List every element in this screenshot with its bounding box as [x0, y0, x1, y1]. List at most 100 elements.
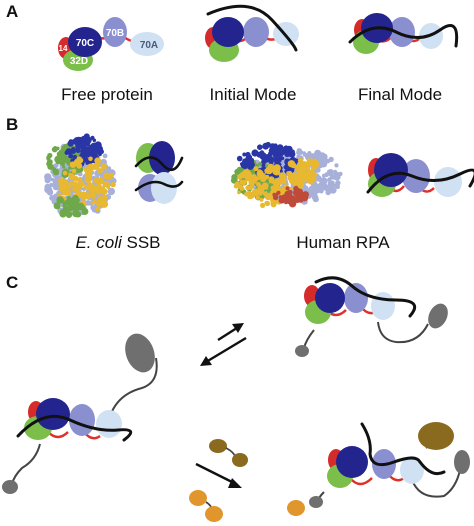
surface-atom [242, 152, 247, 157]
surface-atom [287, 174, 295, 182]
surface-atom [312, 172, 318, 177]
surface-atom [72, 154, 78, 160]
tether [109, 357, 158, 417]
ssdna-strand [134, 156, 184, 172]
surface-atom [237, 174, 243, 180]
surface-atom [96, 202, 100, 206]
surface-atom [44, 173, 52, 181]
surface-atom [284, 158, 290, 164]
surface-atom [71, 204, 77, 211]
surface-atom [102, 153, 108, 159]
orange-ball [287, 500, 305, 516]
label-70c: 70C [76, 38, 94, 49]
surface-atom [75, 169, 80, 174]
surface-atom [244, 191, 249, 197]
surface-atom [265, 174, 270, 179]
surface-atom [287, 197, 292, 202]
ssdna-strand [360, 422, 422, 467]
domain-70c [68, 27, 102, 57]
surface-atom [285, 186, 290, 191]
surface-atom [89, 186, 96, 194]
surface-atom [92, 162, 100, 170]
surface-atom [102, 172, 110, 180]
surface-atom [97, 168, 103, 174]
domain-70a [434, 167, 462, 197]
surface-atom [234, 168, 241, 175]
initial-mode-diagram [205, 4, 299, 62]
surface-atom [87, 163, 95, 171]
left-complex [2, 333, 158, 494]
surface-atom [95, 188, 102, 195]
surface-atom [318, 188, 324, 194]
surface-atom [67, 197, 73, 203]
surface-atom [96, 183, 102, 189]
caption-ecoli-ssb: E. coli SSB [75, 233, 160, 252]
domain-70a [96, 410, 122, 438]
surface-atom [285, 148, 290, 153]
caption-human-rpa: Human RPA [296, 233, 390, 252]
surface-atom [273, 167, 280, 174]
surface-atom [57, 179, 62, 183]
panel-a-letter: A [6, 2, 18, 21]
surface-atom [93, 147, 98, 153]
surface-atom [335, 184, 341, 190]
surface-atom [264, 158, 269, 163]
ssb-lightblue-domain [151, 172, 177, 204]
orange-ball [205, 506, 223, 522]
surface-atom [83, 185, 88, 190]
domain-70c [315, 283, 345, 313]
surface-atom [89, 192, 97, 199]
surface-atom [95, 206, 101, 212]
surface-atom [304, 152, 312, 160]
surface-atom [261, 153, 268, 160]
surface-atom [248, 180, 253, 185]
grey-ball [2, 480, 18, 494]
surface-atom [274, 156, 279, 161]
surface-atom [110, 181, 116, 188]
surface-atom [69, 201, 73, 206]
surface-atom [334, 163, 339, 168]
surface-atom [64, 208, 70, 214]
surface-atom [97, 177, 104, 185]
free-protein-diagram: 70B 70A 70C 14 32D [58, 17, 164, 71]
surface-atom [274, 184, 280, 190]
surface-atom [293, 189, 301, 197]
surface-atom [260, 176, 267, 183]
ssdna-strand [206, 4, 298, 52]
surface-atom [256, 182, 261, 187]
surface-atom [75, 211, 82, 218]
surface-atom [102, 202, 108, 208]
surface-atom [323, 157, 329, 163]
label-32d: 32D [70, 56, 88, 67]
surface-atom [311, 182, 317, 188]
surface-atom [325, 189, 332, 196]
surface-atom [93, 199, 98, 204]
ssb-schematic [134, 141, 184, 204]
surface-atom [278, 172, 286, 179]
surface-atom [81, 208, 89, 215]
grey-ball [295, 345, 309, 357]
surface-atom [240, 161, 248, 169]
surface-atom [44, 183, 51, 191]
surface-atom [77, 157, 84, 164]
surface-atom [57, 192, 62, 197]
ssdna-strand [314, 276, 417, 318]
surface-atom [233, 183, 239, 189]
grey-ball [428, 303, 448, 329]
surface-atom [287, 189, 293, 196]
panel-c-letter: C [6, 273, 18, 292]
tether [11, 443, 41, 485]
surface-atom [259, 197, 264, 202]
surface-atom [305, 165, 311, 171]
grey-ball [125, 333, 155, 373]
surface-atom [82, 192, 88, 198]
caption-initial-mode: Initial Mode [210, 85, 297, 104]
surface-atom [84, 136, 88, 141]
upper-right-complex [295, 276, 448, 357]
surface-atom [278, 195, 283, 199]
ssdna-strand [366, 168, 474, 194]
domain-70c [336, 446, 368, 478]
surface-atom [52, 197, 58, 203]
ssdna-strand [134, 180, 184, 192]
